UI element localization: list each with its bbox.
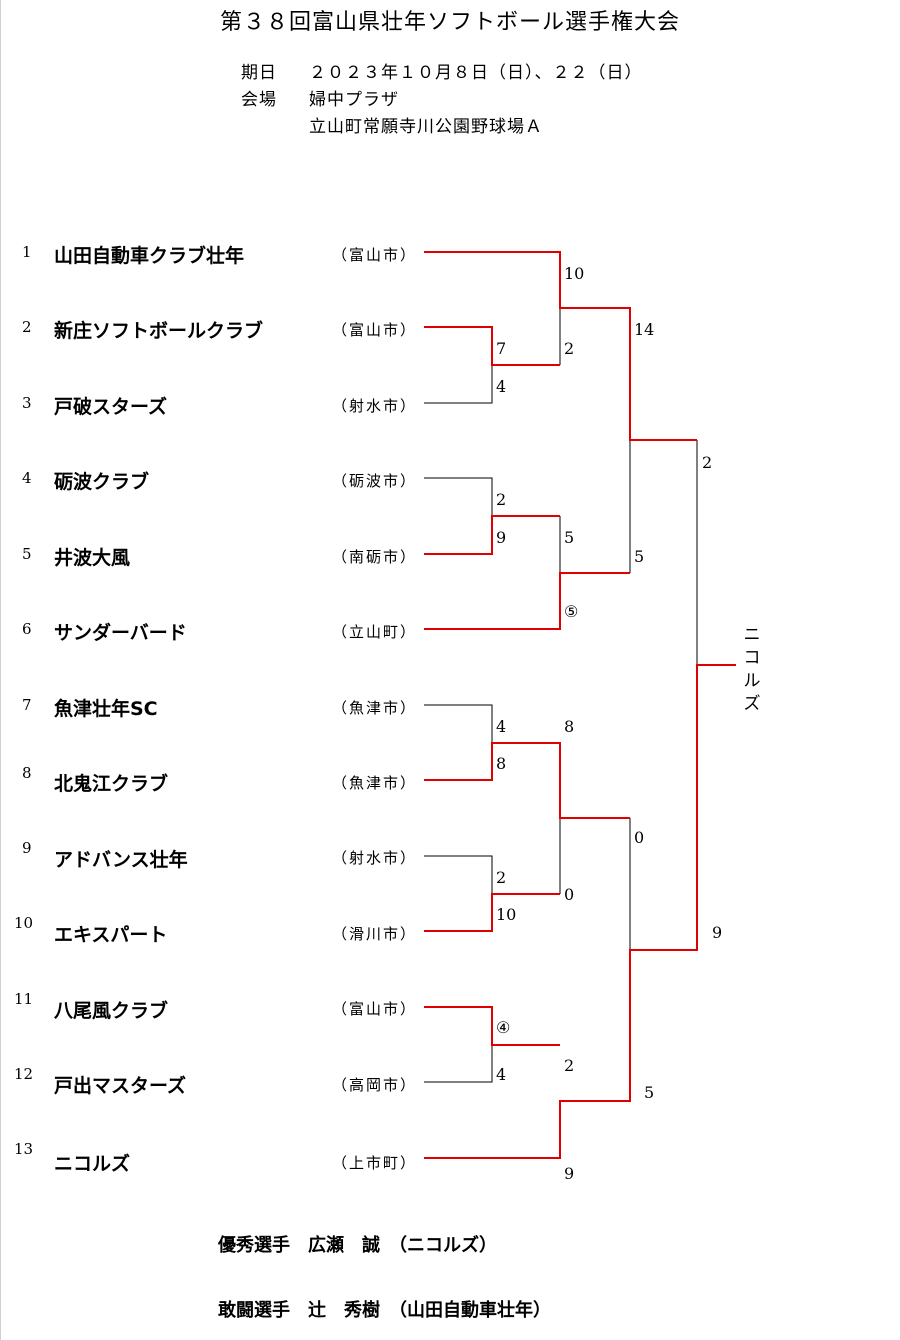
score: 10 [564,264,585,283]
score: 0 [634,828,645,847]
team-seed: 11 [14,990,34,1008]
score: 4 [496,717,507,736]
team-name: 砺波クラブ [54,471,150,493]
score: 8 [564,717,575,736]
team-city: （高岡市） [332,1076,418,1094]
team-city: （富山市） [332,1000,418,1018]
score: 4 [496,1065,507,1084]
venue-line-2: 立山町常願寺川公園野球場Ａ [309,117,543,137]
winner-line [424,664,736,1159]
team-seed: 8 [22,764,32,782]
score: 2 [496,490,507,509]
score: 2 [496,868,507,887]
score: 10 [496,905,517,924]
team-name: 八尾風クラブ [54,1000,169,1022]
score: 4 [496,377,507,396]
bracket-line [424,704,493,743]
team-name: 山田自動車クラブ壮年 [54,245,245,267]
team-name: アドバンス壮年 [54,849,188,871]
score: 9 [564,1164,575,1183]
tournament-title: 第３８回富山県壮年ソフトボール選手権大会 [219,10,680,35]
team-name: サンダーバード [54,622,187,644]
bracket-line [424,855,493,894]
team-city: （立山町） [332,623,418,641]
score: 2 [564,339,575,358]
bracket-line [424,1045,493,1083]
team-name: エキスパート [54,924,168,946]
winner-line [424,251,697,441]
score: 9 [712,923,723,942]
team-city: （富山市） [332,321,418,339]
team-city: （上市町） [332,1154,418,1172]
winner-line [424,572,630,630]
team-seed: 4 [22,469,32,487]
winner-line [424,1006,560,1046]
team-name: 戸出マスターズ [54,1075,187,1097]
team-seed: 1 [22,243,32,261]
score: 5 [644,1083,655,1102]
team-city: （富山市） [332,246,418,264]
team-seed: 10 [14,914,34,932]
date-value: ２０２３年１０月８日（日）、２２（日） [309,63,643,83]
date-label: 期日 [241,63,277,83]
score: 5 [564,528,575,547]
score: ④ [496,1018,511,1037]
winner-line [424,326,560,366]
team-seed: 12 [14,1065,34,1083]
team-name: 魚津壮年SC [54,698,158,720]
mvp-award: 優秀選手 広瀬 誠 （ニコルズ） [218,1235,497,1256]
team-name: ニコルズ [54,1153,131,1175]
team-seed: 3 [22,394,32,412]
team-seed: 6 [22,620,32,638]
score: 7 [496,339,507,358]
score: 9 [496,528,507,547]
team-city: （南砺市） [332,548,418,566]
score: 2 [702,453,713,472]
team-seed: 5 [22,545,32,563]
team-seed: 13 [14,1140,34,1158]
bracket-line [424,365,493,404]
team-seed: 2 [22,318,32,336]
score: 0 [564,885,575,904]
venue-label: 会場 [241,90,277,110]
champion-name: ニコルズ [743,625,761,714]
score: 5 [634,547,645,566]
score: ⑤ [564,602,579,621]
winner-line [424,742,630,819]
score: 2 [564,1056,575,1075]
score: 14 [634,320,655,339]
score: 8 [496,754,507,773]
winner-line [424,515,560,555]
team-seed: 9 [22,839,32,857]
team-seed: 7 [22,696,32,714]
team-city: （魚津市） [332,774,418,792]
team-city: （射水市） [332,849,418,867]
fighting-spirit-award: 敢闘選手 辻 秀樹 （山田自動車壮年） [218,1300,551,1321]
team-name: 北鬼江クラブ [54,773,169,795]
team-city: （魚津市） [332,699,418,717]
team-city: （滑川市） [332,925,418,943]
team-name: 新庄ソフトボールクラブ [54,320,264,342]
team-name: 戸破スターズ [54,396,168,418]
team-city: （射水市） [332,397,418,415]
bracket-line [424,477,493,516]
team-city: （砺波市） [332,472,418,490]
venue-line-1: 婦中プラザ [309,90,399,110]
team-name: 井波大風 [54,547,131,569]
page-border [0,0,1,1340]
winner-line [424,893,560,932]
